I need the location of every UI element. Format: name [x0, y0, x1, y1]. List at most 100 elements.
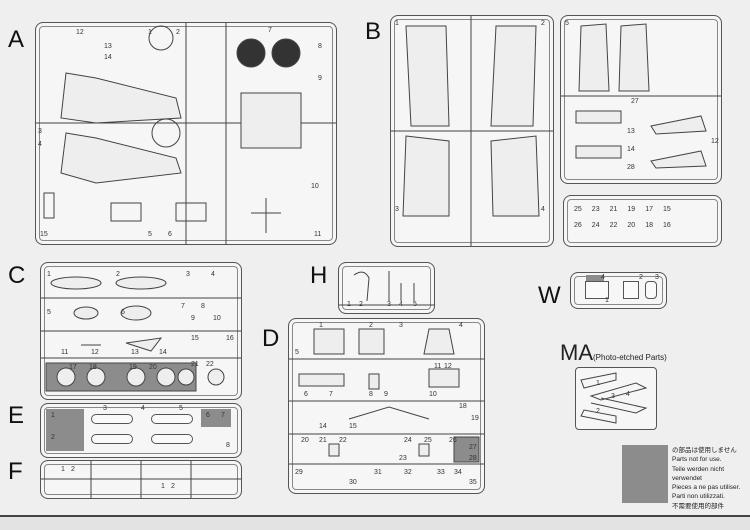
part-shape — [91, 414, 133, 424]
sprue-c-letter: C — [8, 262, 26, 289]
part-number: 2 — [171, 483, 175, 490]
part-number: 3 — [611, 393, 615, 400]
part-number: 14 — [159, 349, 167, 356]
unused-part-marker — [586, 275, 604, 281]
part-number: 25 — [424, 437, 432, 444]
sprue-f-frame: 1 2 1 2 — [40, 460, 242, 499]
part-number: 33 — [437, 469, 445, 476]
sprue-h-frame: 1 2 3 4 5 — [338, 262, 435, 314]
sprue-b-small-frame: 25 23 21 19 17 15 26 24 22 20 18 16 — [563, 195, 722, 247]
sprue-ma-letter: MA — [560, 340, 593, 365]
part-number: 17 — [645, 206, 653, 213]
part-number: 7 — [329, 391, 333, 398]
unused-parts-legend: の部品は使用しません Parts not for use. Teile werd… — [672, 446, 750, 511]
part-number: 1 — [395, 20, 399, 27]
part-number: 4 — [601, 274, 605, 281]
part-number: 21 — [319, 437, 327, 444]
part-number: 3 — [655, 274, 659, 281]
part-number: 29 — [295, 469, 303, 476]
part-number: 12 — [91, 349, 99, 356]
part-number: 5 — [295, 349, 299, 356]
sprue-ma-subtitle: (Photo-etched Parts) — [593, 353, 667, 362]
part-number: 6 — [121, 309, 125, 316]
part-number: 10 — [429, 391, 437, 398]
sprue-b-drawing — [391, 16, 553, 246]
part-number: 2 — [541, 20, 545, 27]
part-number: 34 — [454, 469, 462, 476]
part-number: 4 — [541, 206, 545, 213]
part-number: 15 — [662, 206, 671, 213]
part-number: 6 — [304, 391, 308, 398]
part-number: 27 — [631, 98, 639, 105]
sprue-b-extension-drawing — [561, 23, 721, 169]
part-number: 35 — [469, 479, 477, 486]
unused-parts-region — [46, 409, 84, 451]
part-number: 16 — [662, 222, 671, 229]
part-number: 15 — [191, 335, 199, 342]
part-shape — [585, 281, 609, 299]
part-number: 15 — [349, 423, 357, 430]
part-number: 19 — [129, 364, 137, 371]
part-number: 26 — [449, 437, 457, 444]
part-number: 7 — [181, 303, 185, 310]
part-number: 7 — [221, 412, 225, 419]
part-number: 13 — [104, 43, 112, 50]
part-number: 18 — [459, 403, 467, 410]
sprue-a-drawing — [36, 23, 336, 244]
part-number: 9 — [384, 391, 388, 398]
part-number: 8 — [318, 43, 322, 50]
part-number: 12 — [711, 138, 719, 145]
part-number: 5 — [148, 231, 152, 238]
part-number: 17 — [69, 364, 77, 371]
sprue-b-extension-frame: 5 27 13 14 28 12 — [560, 15, 722, 184]
sprue-d-letter: D — [262, 325, 280, 352]
part-number: 14 — [319, 423, 327, 430]
part-number: 8 — [369, 391, 373, 398]
part-number: 23 — [591, 206, 600, 213]
part-number: 24 — [591, 222, 600, 229]
part-number: 9 — [191, 315, 195, 322]
small-parts-row-bottom: 26 24 22 20 18 16 — [574, 222, 671, 229]
part-number: 11 — [61, 349, 69, 356]
part-number: 1 — [148, 29, 152, 36]
part-shape — [645, 281, 657, 299]
part-number: 28 — [627, 164, 635, 171]
part-number: 13 — [131, 349, 139, 356]
part-number: 6 — [168, 231, 172, 238]
part-number: 14 — [627, 146, 635, 153]
unused-parts-swatch — [622, 445, 668, 503]
part-number: 5 — [413, 301, 417, 308]
part-number: 3 — [186, 271, 190, 278]
sprue-ma-drawing — [580, 372, 648, 424]
sprue-d-drawing — [289, 328, 484, 465]
part-number: 2 — [116, 271, 120, 278]
sprue-b-letter: B — [365, 18, 382, 45]
legend-line-italian: Parti non utilizzati. — [672, 493, 725, 501]
part-number: 4 — [626, 391, 630, 398]
part-number: 2 — [369, 322, 373, 329]
part-number: 19 — [627, 206, 636, 213]
sprue-ma-frame: 1 2 3 4 — [575, 367, 657, 430]
part-number: 15 — [40, 231, 48, 238]
part-number: 13 — [627, 128, 635, 135]
sprue-c-drawing — [41, 276, 241, 392]
part-number: 25 — [574, 206, 582, 213]
part-number: 20 — [149, 364, 157, 371]
page-edge — [0, 515, 750, 530]
part-number: 1 — [319, 322, 323, 329]
part-number: 27 — [469, 444, 477, 451]
part-number: 5 — [179, 405, 183, 412]
part-shape — [151, 414, 193, 424]
part-number: 11 — [314, 231, 322, 238]
sprue-f-letter: F — [8, 458, 23, 485]
part-number: 4 — [38, 141, 42, 148]
part-number: 5 — [47, 309, 51, 316]
part-number: 30 — [349, 479, 357, 486]
part-number: 21 — [191, 361, 199, 368]
part-number: 1 — [61, 466, 65, 473]
part-number: 8 — [226, 442, 230, 449]
legend-line-french: Pieces a ne pas utiliser. — [672, 484, 741, 492]
sprue-a-frame: 12 13 14 1 2 7 8 9 3 4 10 5 6 15 11 — [35, 22, 337, 245]
sprue-e-letter: E — [8, 402, 25, 429]
part-number: 18 — [645, 222, 653, 229]
